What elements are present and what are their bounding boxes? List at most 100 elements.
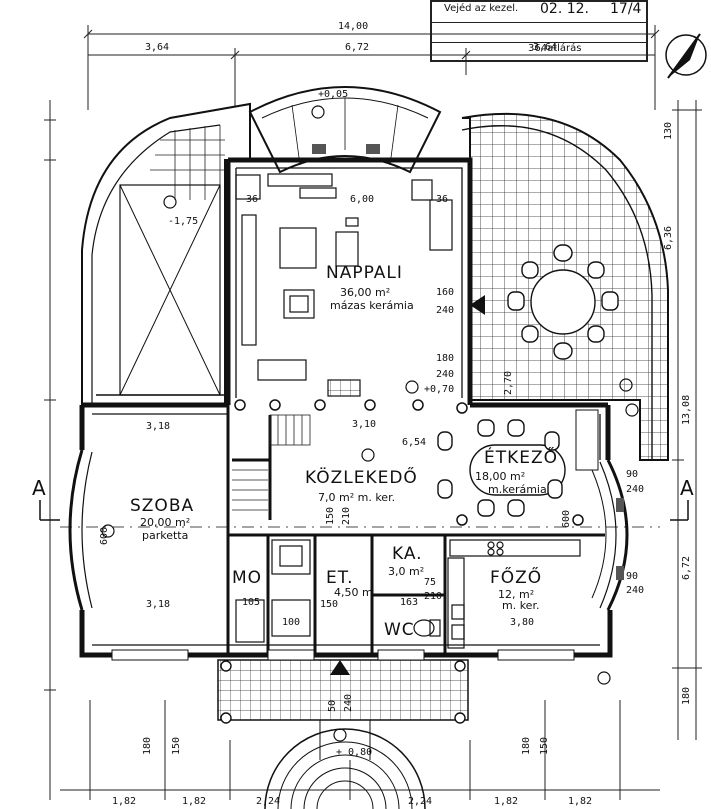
room-et: ET. <box>326 568 354 588</box>
dim: 90 <box>626 571 639 582</box>
dim: 600 <box>99 526 110 545</box>
dim: 210 <box>341 506 352 525</box>
dim: 105 <box>242 597 261 608</box>
dim: 180 <box>681 686 692 705</box>
dim-bottom: 1,82 <box>182 796 207 807</box>
dining-table <box>437 419 566 517</box>
room-nappali-floor: mázas kerámia <box>330 299 414 312</box>
bottom-dimension-lines <box>60 700 660 800</box>
dim-bottom: 2,24 <box>408 796 433 807</box>
column-row <box>234 399 584 526</box>
dim-bottom: 1,82 <box>494 796 519 807</box>
dim: 240 <box>626 484 645 495</box>
stamp-divider <box>432 22 646 23</box>
left-terrace <box>81 102 251 406</box>
room-etkezo-floor: m.kerámia <box>488 483 547 496</box>
north-arrow-icon <box>665 33 707 79</box>
exterior-walls <box>79 157 613 658</box>
room-szoba-area: 20,00 m² <box>140 516 191 529</box>
dim-bottom: 1,82 <box>112 796 137 807</box>
room-ka: KA. <box>392 544 423 564</box>
room-kozlekedo: KÖZLEKEDŐ <box>305 468 418 488</box>
dim: 100 <box>282 617 301 628</box>
section-label-left: A <box>32 476 46 500</box>
living-furniture <box>235 173 453 397</box>
room-etkezo: ÉTKEZŐ <box>484 448 559 468</box>
level-top: +0,05 <box>318 89 349 100</box>
room-kozlekedo-area: 7,0 m² m. ker. <box>318 491 396 504</box>
dim: 6,00 <box>350 194 375 205</box>
dim: 150 <box>171 736 182 755</box>
dim: 36 <box>436 194 449 205</box>
dim: 210 <box>424 591 443 602</box>
dim: 50 <box>327 699 338 712</box>
dim: 150 <box>325 506 336 525</box>
dim: 130 <box>663 121 674 140</box>
room-etkezo-area: 18,00 m² <box>475 470 526 483</box>
dim-mid-width: 6,72 <box>345 42 370 53</box>
dim: 6,72 <box>681 555 692 580</box>
left-dimension-lines <box>44 100 56 800</box>
dim-right-width: 3,64 <box>533 42 558 53</box>
stamp-number: 17/4 <box>610 1 642 17</box>
bathroom-fixtures <box>235 539 441 643</box>
dim: 240 <box>626 585 645 596</box>
top-dimension-lines <box>83 25 660 110</box>
stamp-date: 02. 12. <box>540 1 589 17</box>
level-markers <box>101 105 639 742</box>
level-left: -1,75 <box>168 216 199 227</box>
room-szoba: SZOBA <box>130 496 195 516</box>
stamp-footer: 364atlárás <box>528 43 582 54</box>
dim: 180 <box>436 353 455 364</box>
dim: 13,08 <box>681 394 692 425</box>
kitchen-counter <box>447 539 581 649</box>
terrace-dining-set <box>507 244 619 360</box>
dim-total-width: 14,00 <box>338 21 369 32</box>
room-fozo-floor: m. ker. <box>502 599 540 612</box>
dim: 3,10 <box>352 419 377 430</box>
stamp-divider <box>432 42 646 43</box>
section-label-right: A <box>680 476 694 500</box>
dim: 3,18 <box>146 599 171 610</box>
dim-bottom: 2,24 <box>256 796 281 807</box>
level-bottom: + 0,80 <box>336 747 373 758</box>
dim: 2,70 <box>503 370 514 395</box>
dim: 6,36 <box>663 225 674 250</box>
dim-left-width: 3,64 <box>145 42 170 53</box>
dim: 180 <box>142 736 153 755</box>
room-fozo: FŐZŐ <box>490 568 543 588</box>
approval-stamp <box>430 0 648 62</box>
right-dimension-lines <box>672 100 702 740</box>
dim: 240 <box>436 369 455 380</box>
room-ka-area: 3,0 m² <box>388 565 425 578</box>
dim: 163 <box>400 597 419 608</box>
front-porch <box>217 659 469 809</box>
dim: 600 <box>561 509 572 528</box>
room-fozo-area: 12, m² <box>498 588 535 601</box>
stairs <box>232 414 311 511</box>
room-nappali: NAPPALI <box>326 263 403 283</box>
dim: 3,18 <box>146 421 171 432</box>
interior-wall-lines <box>92 167 601 646</box>
room-nappali-area: 36,00 m² <box>340 286 391 299</box>
room-mo: MO <box>232 568 263 588</box>
stamp-text: Vejéd az kezel. <box>444 3 519 14</box>
dim-bottom: 1,82 <box>568 796 593 807</box>
dim: 6,54 <box>402 437 427 448</box>
dim: 150 <box>320 599 339 610</box>
dim: 160 <box>436 287 455 298</box>
level-mid: +0,70 <box>424 384 455 395</box>
room-wc: WC <box>384 620 415 640</box>
room-et-area: 4,50 m <box>334 586 373 599</box>
dim: 180 <box>521 736 532 755</box>
dim: 240 <box>343 693 354 712</box>
dim: 90 <box>626 469 639 480</box>
dim: 150 <box>539 736 550 755</box>
dim: 36 <box>246 194 259 205</box>
dim: 75 <box>424 577 437 588</box>
section-cut-lines <box>39 500 689 528</box>
partitions <box>226 405 605 655</box>
dim: 240 <box>436 305 455 316</box>
